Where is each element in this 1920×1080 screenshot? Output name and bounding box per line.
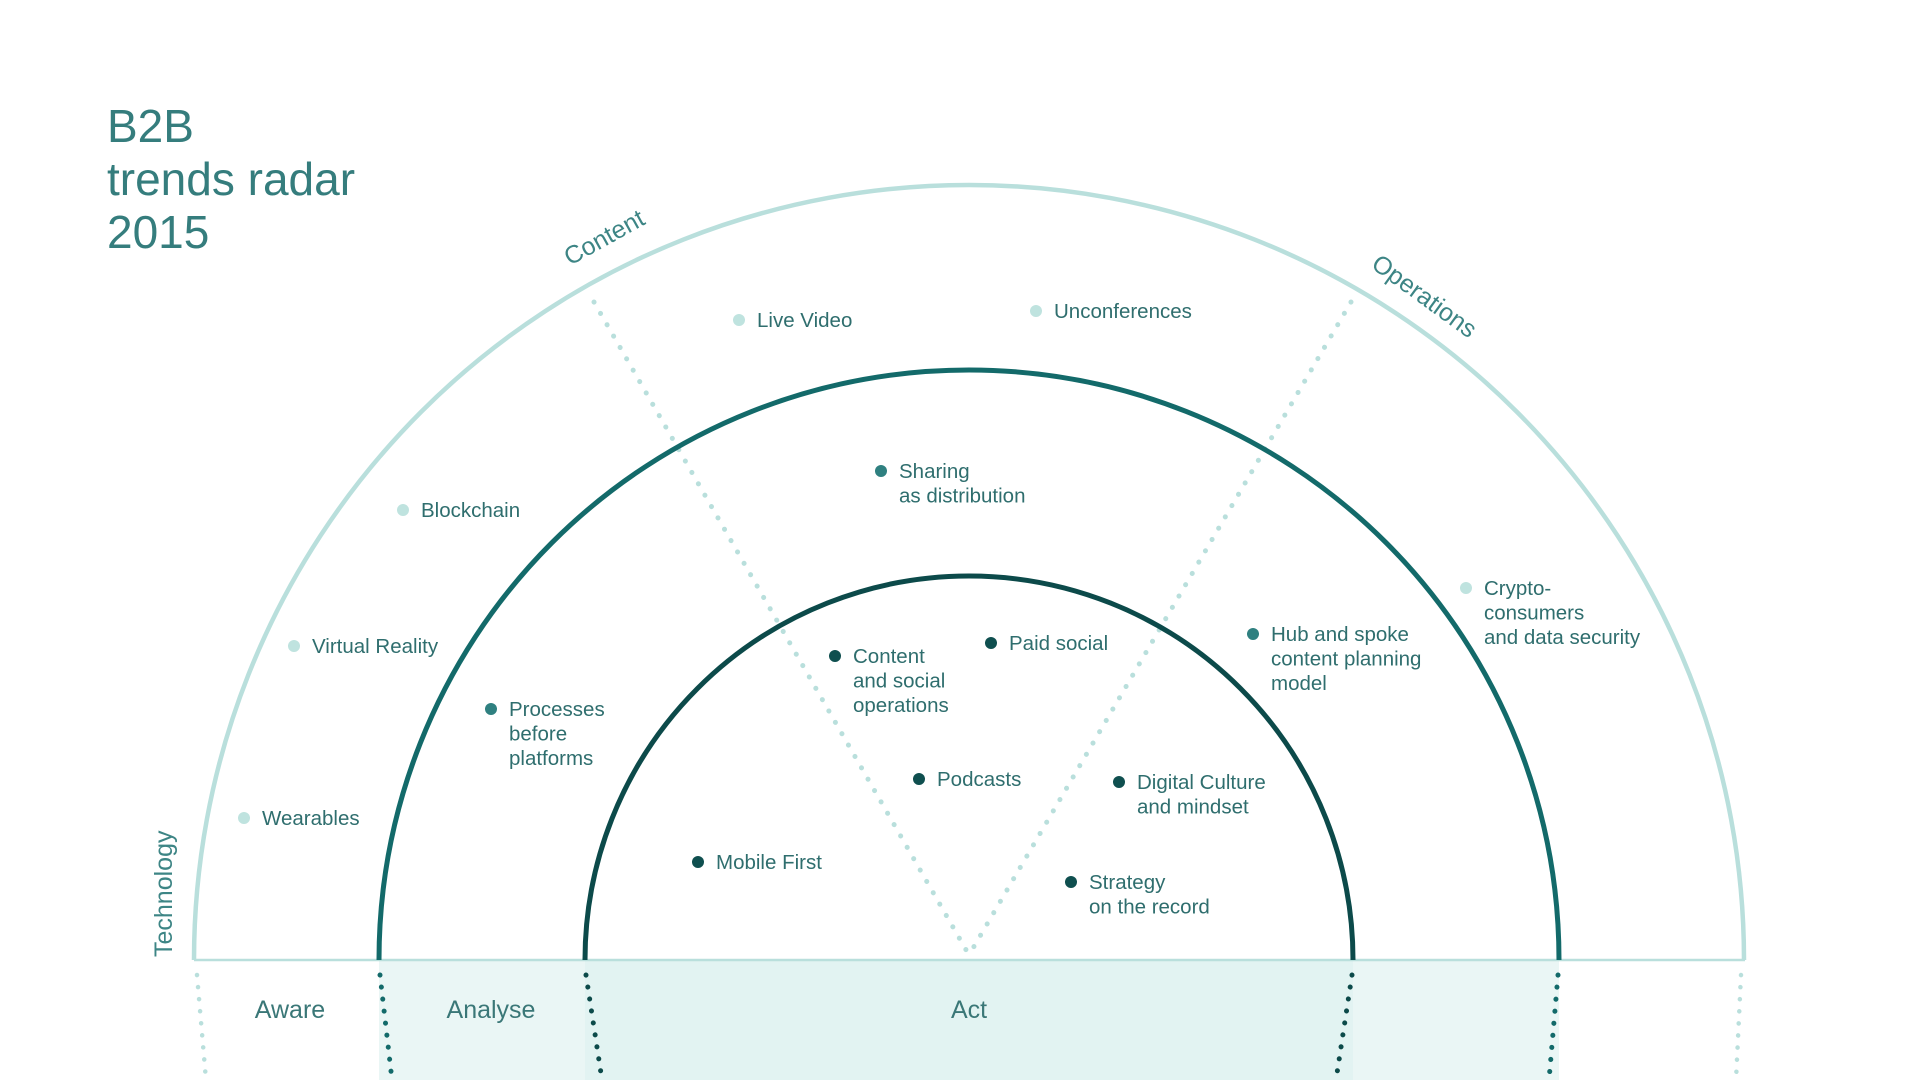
radar-item-label-line: model — [1271, 672, 1327, 695]
radar-item-label-line: Mobile First — [716, 851, 822, 874]
radar-item-label-line: Crypto- — [1484, 577, 1551, 600]
radar-item-label-line: platforms — [509, 747, 593, 770]
inner-ring — [582, 573, 1356, 961]
title-line-3: 2015 — [107, 206, 210, 258]
radar-item-dot — [985, 637, 997, 649]
radar-item-unconferences: Unconferences — [1030, 300, 1192, 323]
radar-item-label-line: Podcasts — [937, 768, 1021, 791]
radar-item-label-line: Virtual Reality — [312, 635, 439, 658]
radar-item-dot — [1065, 876, 1077, 888]
radar-item-label-line: as distribution — [899, 485, 1025, 508]
outer-ring — [191, 182, 1747, 961]
radar-item-label-line: Paid social — [1009, 632, 1108, 655]
radar-item-dot — [1030, 305, 1042, 317]
radar-item-label-line: consumers — [1484, 602, 1584, 625]
zone-label-aware: Aware — [255, 996, 325, 1024]
radar-item-label-line: Blockchain — [421, 499, 520, 522]
radar-item-label: Blockchain — [421, 499, 520, 522]
sector-dividers — [591, 299, 1354, 958]
radar-item-label: Live Video — [757, 309, 852, 332]
radar-item-label-line: Sharing — [899, 460, 970, 483]
radar-item-dot — [1247, 628, 1259, 640]
radar-item-dot — [397, 504, 409, 516]
radar-item-dot — [733, 314, 745, 326]
radar-item-virtual-reality: Virtual Reality — [288, 635, 439, 658]
radar-item-dot — [875, 465, 887, 477]
radar-item-label-line: and mindset — [1137, 796, 1249, 819]
radar-item-label: Virtual Reality — [312, 635, 439, 658]
radar-item-label-line: content planning — [1271, 648, 1421, 671]
sector-label-technology: Technology — [150, 830, 178, 957]
radar-item-label-line: and data security — [1484, 626, 1641, 649]
radar-item-label-line: operations — [853, 694, 949, 717]
act-band — [585, 960, 1353, 1080]
radar-item-label-line: Content — [853, 645, 925, 668]
radar-item-label: Paid social — [1009, 632, 1108, 655]
radar-item-dot — [692, 856, 704, 868]
radar-item-dot — [829, 650, 841, 662]
radar-item-wearables: Wearables — [238, 807, 360, 830]
divider-left-outer — [194, 972, 209, 1080]
radar-item-dot — [485, 703, 497, 715]
radar-item-label-line: Strategy — [1089, 871, 1166, 894]
radar-item-blockchain: Blockchain — [397, 499, 520, 522]
divider-right-outer — [1733, 972, 1744, 1080]
radar-item-label: Unconferences — [1054, 300, 1192, 323]
radar-item-dot — [1460, 582, 1472, 594]
zone-label-analyse: Analyse — [447, 996, 536, 1024]
radar-item-label-line: on the record — [1089, 896, 1210, 919]
radar-item-label-line: before — [509, 723, 567, 746]
sector-label-operations: Operations — [1366, 249, 1481, 344]
radar-item-live-video: Live Video — [733, 309, 852, 332]
title-line-1: B2B — [107, 100, 194, 152]
radar-item-dot — [1113, 776, 1125, 788]
radar-item-label: Podcasts — [937, 768, 1021, 791]
radar-item-label-line: Hub and spoke — [1271, 623, 1409, 646]
radar-item-label-line: Processes — [509, 698, 605, 721]
page-title: B2B trends radar 2015 — [107, 100, 355, 259]
radar-item-mobile-first: Mobile First — [692, 851, 822, 874]
radar-item-label-line: Wearables — [262, 807, 360, 830]
radar-item-dot — [913, 773, 925, 785]
radar-item-label: Wearables — [262, 807, 360, 830]
radar-item-dot — [238, 812, 250, 824]
divider-content — [591, 299, 972, 958]
radar-item-label-line: Digital Culture — [1137, 771, 1266, 794]
radar-item-label-line: Live Video — [757, 309, 852, 332]
radar-item-paid-social: Paid social — [985, 632, 1108, 655]
radar-items: Wearables Virtual Reality Blockchain Live V… — [238, 300, 1641, 919]
radar-item-label-line: Unconferences — [1054, 300, 1192, 323]
title-line-2: trends radar — [107, 153, 356, 205]
zone-label-act: Act — [951, 996, 987, 1024]
radar-item-label: Mobile First — [716, 851, 822, 874]
middle-ring — [376, 367, 1562, 961]
radar-item-dot — [288, 640, 300, 652]
radar-item-podcasts: Podcasts — [913, 768, 1021, 791]
radar-item-label-line: and social — [853, 670, 945, 693]
